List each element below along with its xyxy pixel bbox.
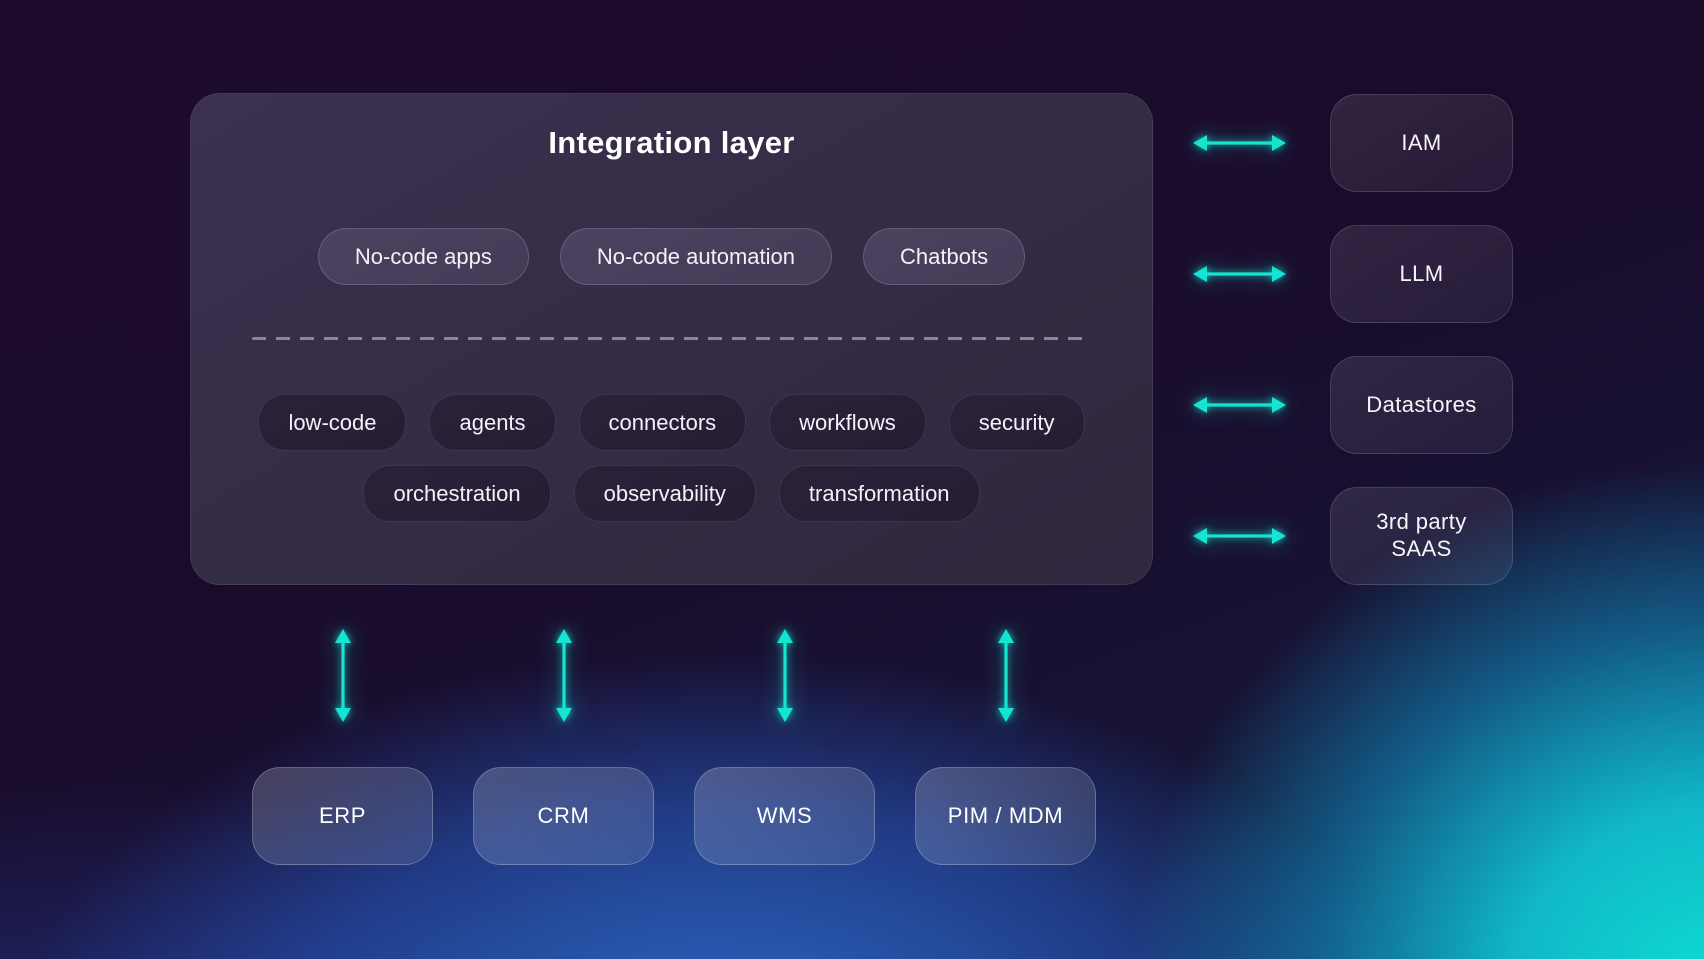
service-row: IAM: [1192, 94, 1513, 192]
capability-pill: low-code: [258, 394, 407, 452]
pill-label: orchestration: [393, 480, 521, 506]
no-code-pill: No-code apps: [317, 228, 529, 286]
system-column: PIM / MDM: [915, 628, 1096, 865]
pill-label: No-code automation: [596, 243, 796, 269]
top-pill-row: No-code apps No-code automation Chatbots: [317, 228, 1026, 286]
service-box: Datastores: [1330, 356, 1513, 454]
right-services-column: IAM LLM: [1192, 94, 1513, 585]
capability-pill: workflows: [769, 394, 926, 452]
system-column: WMS: [694, 628, 875, 865]
double-arrow-vertical-icon: [997, 629, 1014, 722]
double-arrow-horizontal-icon: [1193, 135, 1286, 151]
service-row: 3rd party SAAS: [1192, 487, 1513, 585]
no-code-pill: Chatbots: [863, 228, 1026, 286]
double-arrow-horizontal-icon: [1193, 528, 1286, 544]
service-row: LLM: [1192, 225, 1513, 323]
system-box: PIM / MDM: [915, 767, 1096, 865]
service-label: IAM: [1401, 129, 1442, 155]
service-box: IAM: [1330, 94, 1513, 192]
service-box: LLM: [1330, 225, 1513, 323]
system-box: ERP: [252, 767, 433, 865]
service-label: 3rd party SAAS: [1376, 509, 1467, 561]
integration-layer-panel: Integration layer No-code apps No-code a…: [190, 93, 1153, 585]
pill-label: security: [978, 409, 1055, 435]
system-label: CRM: [537, 803, 590, 828]
pill-label: connectors: [608, 409, 717, 435]
pill-label: No-code apps: [354, 243, 492, 269]
double-arrow-horizontal-icon: [1193, 266, 1286, 282]
panel-title: Integration layer: [548, 125, 795, 160]
dashed-divider: [251, 337, 1092, 341]
system-label: ERP: [318, 803, 367, 828]
pill-label: agents: [459, 409, 526, 435]
pill-label: low-code: [288, 409, 377, 435]
system-column: CRM: [473, 628, 654, 865]
pill-label: Chatbots: [900, 243, 989, 269]
service-row: Datastores: [1192, 356, 1513, 454]
capability-pill-row-1: low-code agents connectors workflows sec…: [258, 394, 1085, 452]
capability-pill: connectors: [578, 394, 747, 452]
service-label: Datastores: [1366, 391, 1477, 417]
double-arrow-vertical-icon: [776, 629, 793, 722]
system-column: ERP: [252, 628, 433, 865]
capability-pill: orchestration: [363, 465, 551, 523]
double-arrow-vertical-icon: [334, 629, 351, 722]
bottom-systems-row: ERP CRM: [252, 628, 1096, 865]
double-arrow-horizontal-icon: [1193, 397, 1286, 413]
capability-pill-row-2: orchestration observability transformati…: [363, 465, 980, 523]
capability-pill: security: [948, 394, 1085, 452]
system-box: CRM: [473, 767, 654, 865]
system-label: WMS: [756, 803, 813, 828]
double-arrow-vertical-icon: [555, 629, 572, 722]
service-label: LLM: [1399, 260, 1444, 286]
capability-pill: observability: [573, 465, 756, 523]
capability-pill: agents: [429, 394, 556, 452]
capability-pill: transformation: [778, 465, 980, 523]
pill-label: transformation: [808, 480, 950, 506]
system-box: WMS: [694, 767, 875, 865]
no-code-pill: No-code automation: [559, 228, 833, 286]
system-label: PIM / MDM: [947, 803, 1064, 828]
service-box: 3rd party SAAS: [1330, 487, 1513, 585]
pill-label: observability: [603, 480, 726, 506]
pill-label: workflows: [799, 409, 896, 435]
